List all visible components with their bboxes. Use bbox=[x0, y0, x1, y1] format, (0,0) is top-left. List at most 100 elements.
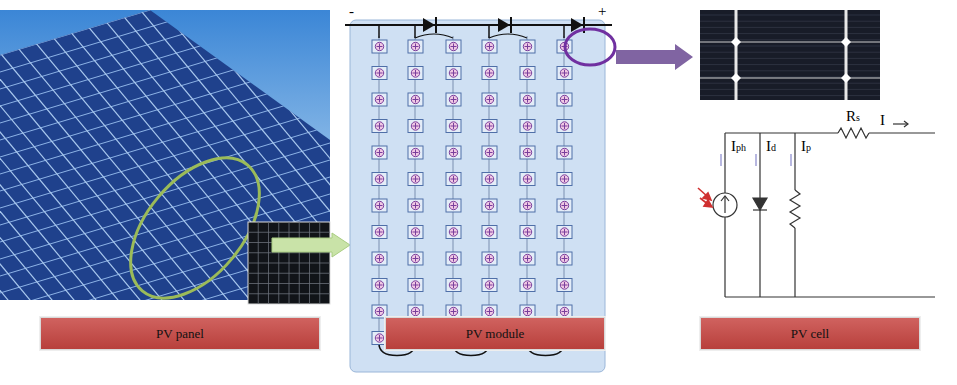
cell-symbol bbox=[562, 258, 568, 259]
terminal-sign: + bbox=[598, 3, 606, 20]
cell-square bbox=[408, 226, 423, 239]
cell-symbol bbox=[451, 285, 457, 286]
string-wire bbox=[415, 36, 416, 348]
grid-line bbox=[0, 10, 168, 300]
cell-symbol bbox=[449, 307, 457, 315]
cell-symbol bbox=[525, 46, 531, 47]
cell-square bbox=[372, 252, 387, 265]
cell-square bbox=[482, 146, 497, 159]
cell-symbol bbox=[562, 73, 568, 74]
cell-symbol bbox=[413, 205, 419, 206]
cell-symbol bbox=[375, 307, 383, 315]
cell-square bbox=[372, 93, 387, 106]
grid-line bbox=[44, 10, 330, 300]
cell-symbol bbox=[523, 281, 531, 289]
panel-grid bbox=[0, 10, 330, 300]
cell-symbol bbox=[523, 69, 531, 77]
grid-line bbox=[220, 10, 330, 300]
cell-symbol bbox=[485, 42, 493, 50]
cell-square bbox=[372, 146, 387, 159]
cell-square bbox=[482, 67, 497, 80]
cell-square bbox=[557, 93, 572, 106]
cell-square bbox=[372, 173, 387, 186]
cell-symbol bbox=[485, 148, 493, 156]
cell-symbol bbox=[560, 307, 568, 315]
cell-symbol bbox=[449, 228, 457, 236]
cell-square bbox=[520, 279, 535, 292]
current-label: Id bbox=[766, 138, 776, 155]
cell-symbol bbox=[485, 175, 493, 183]
cell-symbol bbox=[377, 258, 383, 259]
cell-symbol bbox=[377, 232, 383, 233]
cell-symbol bbox=[487, 152, 493, 153]
corner-mark bbox=[731, 37, 741, 47]
band-text: PV cell bbox=[791, 326, 829, 342]
cell-square bbox=[557, 67, 572, 80]
wire bbox=[378, 25, 380, 38]
module-cells bbox=[372, 40, 572, 345]
cell-square bbox=[446, 67, 461, 80]
cell-symbol bbox=[487, 311, 493, 312]
string-wire bbox=[527, 36, 528, 348]
grid-line bbox=[0, 10, 190, 300]
string-wire bbox=[489, 36, 490, 348]
cell-square bbox=[446, 146, 461, 159]
finger-line bbox=[700, 39, 880, 40]
cell-symbol bbox=[413, 285, 419, 286]
string-wire bbox=[453, 36, 454, 348]
string-wire bbox=[379, 36, 380, 348]
cell-symbol bbox=[560, 201, 568, 209]
cell-symbol bbox=[377, 338, 383, 339]
cell-square bbox=[372, 67, 387, 80]
cell-symbol bbox=[525, 152, 531, 153]
cell-symbol bbox=[487, 126, 493, 127]
cell-symbol bbox=[449, 281, 457, 289]
cell-symbol bbox=[487, 179, 493, 180]
grid-line bbox=[0, 10, 330, 72]
cell-symbol bbox=[375, 69, 383, 77]
cell-symbol bbox=[525, 205, 531, 206]
cell-square bbox=[520, 146, 535, 159]
cell-symbol bbox=[451, 258, 457, 259]
cell-square bbox=[372, 279, 387, 292]
green-arrow bbox=[272, 233, 350, 257]
finger-line bbox=[700, 70, 880, 71]
cell-square bbox=[557, 120, 572, 133]
cell-square bbox=[446, 199, 461, 212]
cell-square bbox=[520, 226, 535, 239]
wire bbox=[869, 132, 935, 133]
grid-line bbox=[154, 10, 330, 300]
cell-square bbox=[520, 67, 535, 80]
corner-mark bbox=[841, 73, 851, 83]
cell-symbol bbox=[375, 42, 383, 50]
cell-symbol bbox=[523, 42, 531, 50]
panel-photo bbox=[0, 10, 330, 300]
cell-square bbox=[557, 252, 572, 265]
cell-symbol bbox=[377, 73, 383, 74]
cell-symbol bbox=[451, 232, 457, 233]
cell-symbol bbox=[525, 179, 531, 180]
wire bbox=[488, 25, 490, 38]
grid-line bbox=[248, 283, 330, 284]
current-label: Iph bbox=[731, 138, 746, 155]
wire bbox=[794, 133, 795, 190]
cell-symbol bbox=[523, 122, 531, 130]
cell-square bbox=[446, 279, 461, 292]
cell-square bbox=[446, 93, 461, 106]
cell-square bbox=[372, 40, 387, 53]
cell-photo bbox=[700, 10, 880, 100]
cell-square bbox=[372, 226, 387, 239]
cell-symbol bbox=[525, 73, 531, 74]
cell-symbol bbox=[562, 311, 568, 312]
cell-symbol bbox=[560, 281, 568, 289]
cell-square bbox=[557, 279, 572, 292]
source-arrow bbox=[724, 197, 725, 213]
cell-square bbox=[408, 146, 423, 159]
label-band: PV module bbox=[385, 317, 605, 350]
cell-symbol bbox=[485, 69, 493, 77]
cell-symbol bbox=[525, 99, 531, 100]
wire bbox=[794, 228, 795, 297]
cell-symbol bbox=[487, 46, 493, 47]
grid-line bbox=[0, 139, 330, 259]
resistance-label: Rs bbox=[846, 108, 860, 125]
